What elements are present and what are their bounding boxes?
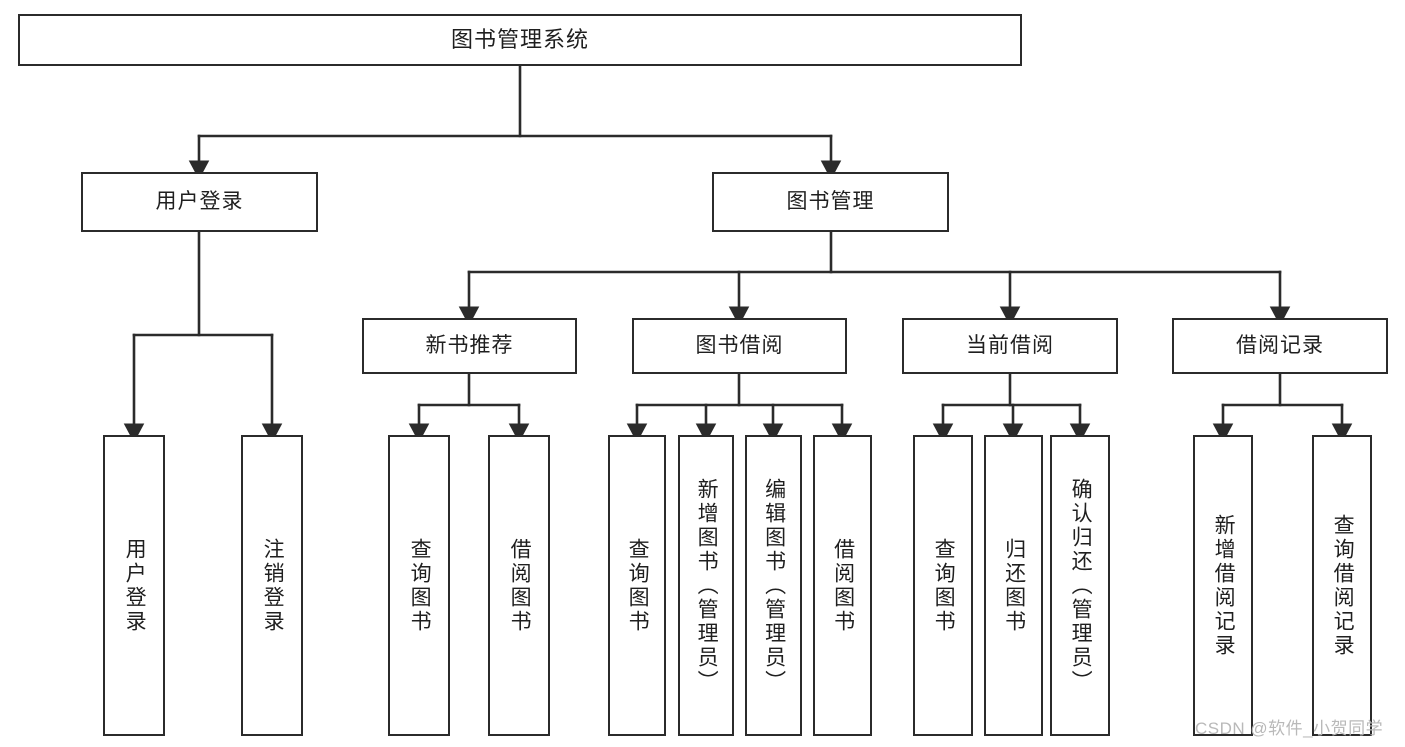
node-leaf-confirm-return-admin[interactable]: 确认归还（管理员） [1050,435,1110,736]
node-current-borrow[interactable]: 当前借阅 [902,318,1118,374]
node-leaf-add-book-admin[interactable]: 新增图书（管理员） [678,435,734,736]
node-leaf-user-logout[interactable]: 注销登录 [241,435,303,736]
node-leaf-borrow-book-new[interactable]: 借阅图书 [488,435,550,736]
csdn-watermark: CSDN @软件_小贺同学 [1195,719,1384,738]
node-book-manage[interactable]: 图书管理 [712,172,949,232]
node-leaf-query-book-borrow[interactable]: 查询图书 [608,435,666,736]
node-root-title[interactable]: 图书管理系统 [18,14,1022,66]
node-leaf-user-login[interactable]: 用户登录 [103,435,165,736]
node-leaf-query-book-current[interactable]: 查询图书 [913,435,973,736]
node-new-book-recommend[interactable]: 新书推荐 [362,318,577,374]
node-leaf-return-book[interactable]: 归还图书 [984,435,1043,736]
node-leaf-add-borrow-record[interactable]: 新增借阅记录 [1193,435,1253,736]
node-leaf-edit-book-admin[interactable]: 编辑图书（管理员） [745,435,802,736]
node-user-login[interactable]: 用户登录 [81,172,318,232]
node-leaf-query-book-new[interactable]: 查询图书 [388,435,450,736]
node-book-borrow[interactable]: 图书借阅 [632,318,847,374]
node-borrow-record[interactable]: 借阅记录 [1172,318,1388,374]
node-leaf-query-borrow-record[interactable]: 查询借阅记录 [1312,435,1372,736]
node-leaf-borrow-book[interactable]: 借阅图书 [813,435,872,736]
